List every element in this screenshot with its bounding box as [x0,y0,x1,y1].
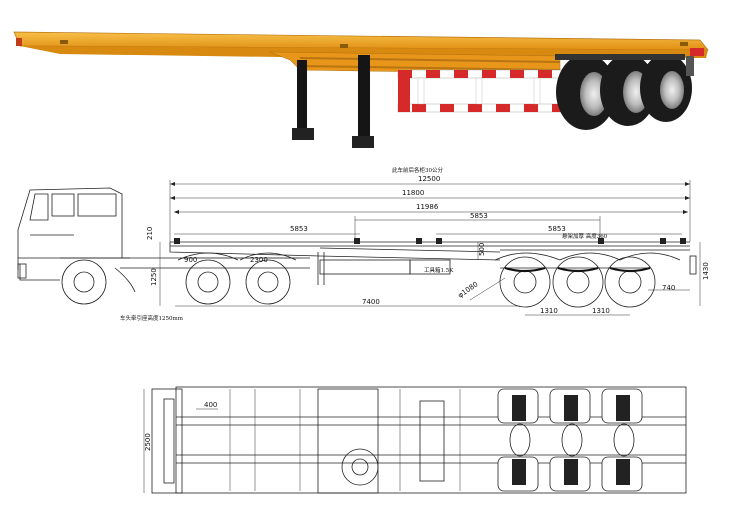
dim-1310-b: 1310 [592,307,610,315]
dim-1310-a: 1310 [540,307,558,315]
dim-5853-mid: 5853 [470,212,488,220]
plan-view: 400 2500 [143,386,687,494]
tractor-cab [17,187,130,281]
plan-frame [151,386,687,494]
landing-legs [292,55,374,148]
note-suspension: 悬架加厚 高度360 [562,232,608,240]
dim-740: 740 [662,284,675,292]
trailer-frame [169,241,690,285]
trailer-wheels [556,54,692,130]
dim-210: 210 [146,227,154,240]
dim-overall: 12500 [418,175,440,183]
dim-11986: 11986 [416,203,439,211]
note-toolbox: 工具箱1.5K [424,266,454,274]
dim-1250: 1250 [150,268,158,286]
side-guard [397,69,569,113]
dim-dia1080: φ1080 [457,280,480,299]
dim-7400: 7400 [362,298,380,306]
note-fifth-wheel: 车头牵引座高度1250mm [120,314,184,322]
dim-5853-left: 5853 [290,225,308,233]
dim-2500: 2500 [144,433,152,451]
dim-400: 400 [204,401,217,409]
plan-axles [497,388,643,492]
dim-5853-right: 5853 [548,225,566,233]
side-elevation: 此车前后各柜30公分 12500 11800 11986 5853 5853 5… [17,166,710,322]
dim-2300: 2300 [250,256,268,264]
dim-11800: 11800 [402,189,424,197]
dim-1430: 1430 [702,262,710,280]
dim-note-top: 此车前后各柜30公分 [392,166,443,174]
trailer-photo [13,31,709,148]
dim-500: 500 [478,243,486,256]
trailer-axles [494,252,697,308]
dim-900: 900 [184,256,197,264]
